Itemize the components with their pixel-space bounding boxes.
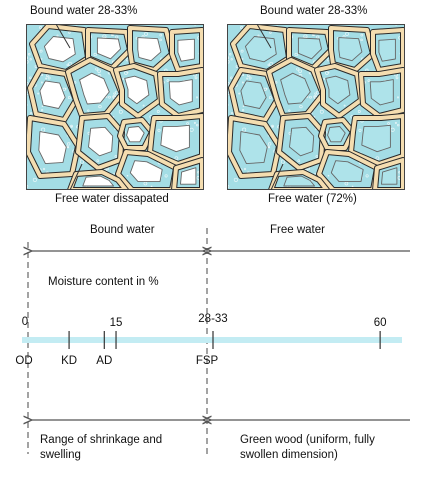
cell-lumen <box>239 131 268 165</box>
cell-wall <box>373 158 405 190</box>
value-label-15: 15 <box>110 317 123 329</box>
cell-lumen <box>297 37 322 60</box>
cell-lumen <box>38 131 67 165</box>
cell-lumen <box>168 79 193 106</box>
marker-label-fsp: FSP <box>196 355 219 367</box>
marker-label-kd: KD <box>61 355 77 367</box>
cell-lumen <box>338 37 363 62</box>
cell-lumen <box>82 175 115 187</box>
cell-wall <box>86 28 132 70</box>
cell-lumen <box>88 126 114 157</box>
shrinkage-range-label-line: swelling <box>40 449 81 461</box>
cell-wall <box>148 114 204 166</box>
cell-lumen <box>39 80 66 109</box>
cell-wall <box>267 58 325 118</box>
free-water-zone-label: Free water <box>270 224 325 236</box>
left-bound-water-label: Bound water 28-33% <box>30 5 138 17</box>
cell-lumen <box>96 37 121 60</box>
cell-lumen <box>240 80 267 109</box>
cell-lumen <box>124 75 150 105</box>
cell-wall <box>128 26 174 72</box>
cell-wall <box>114 64 162 118</box>
cell-wall <box>158 68 204 118</box>
cell-lumen <box>280 72 311 105</box>
cell-wall <box>26 116 80 178</box>
value-label-28-33: 28-33 <box>198 313 227 325</box>
cell-wall <box>315 64 363 118</box>
cell-lumen <box>327 126 346 143</box>
cell-lumen <box>378 38 396 62</box>
dried-panel-svg <box>26 24 204 190</box>
cell-wall <box>359 68 405 118</box>
cell-wall <box>319 118 355 150</box>
shrinkage-range-label-line: Range of shrinkage and <box>40 434 162 446</box>
cell-lumen <box>325 75 351 105</box>
cell-wall <box>227 116 281 178</box>
cell-lumen <box>289 126 315 157</box>
cell-lumen <box>381 167 398 185</box>
cell-wall <box>118 118 154 150</box>
cell-wall <box>349 114 405 166</box>
wood-cell-panel-green <box>227 24 405 190</box>
moisture-bar <box>22 337 402 343</box>
value-label-60: 60 <box>374 317 387 329</box>
cell-lumen <box>160 124 190 153</box>
cell-wall <box>329 26 375 72</box>
wood-cell-panel-dried <box>26 24 204 190</box>
right-bound-water-label: Bound water 28-33% <box>260 5 368 17</box>
cell-lumen <box>177 38 195 62</box>
cell-wall <box>170 28 204 72</box>
cell-lumen <box>283 175 316 187</box>
right-free-water-label: Free water (72%) <box>268 193 357 205</box>
cell-lumen <box>244 36 277 63</box>
cell-lumen <box>126 126 145 143</box>
cell-lumen <box>369 79 394 106</box>
moisture-content-title: Moisture content in % <box>48 276 159 288</box>
cell-wall <box>287 28 333 70</box>
marker-label-od: OD <box>15 355 32 367</box>
bound-water-zone-label: Bound water <box>90 224 155 236</box>
cell-wall <box>66 58 124 118</box>
cell-wall <box>371 28 405 72</box>
cell-lumen <box>330 160 364 183</box>
cell-lumen <box>43 36 76 63</box>
left-free-water-label: Free water dissapated <box>55 193 169 205</box>
cell-lumen <box>129 160 163 183</box>
cell-wall <box>116 150 178 190</box>
cell-wall <box>317 150 379 190</box>
green-wood-label-line: Green wood (uniform, fully <box>240 434 375 446</box>
green-panel-svg <box>227 24 405 190</box>
green-wood-label-line: swollen dimension) <box>240 449 338 461</box>
cell-lumen <box>361 124 391 153</box>
cell-wall <box>172 158 204 190</box>
marker-label-ad: AD <box>96 355 112 367</box>
cell-lumen <box>79 72 110 105</box>
cell-lumen <box>137 37 162 62</box>
cell-lumen <box>180 167 197 185</box>
value-label-0: 0 <box>22 316 28 328</box>
